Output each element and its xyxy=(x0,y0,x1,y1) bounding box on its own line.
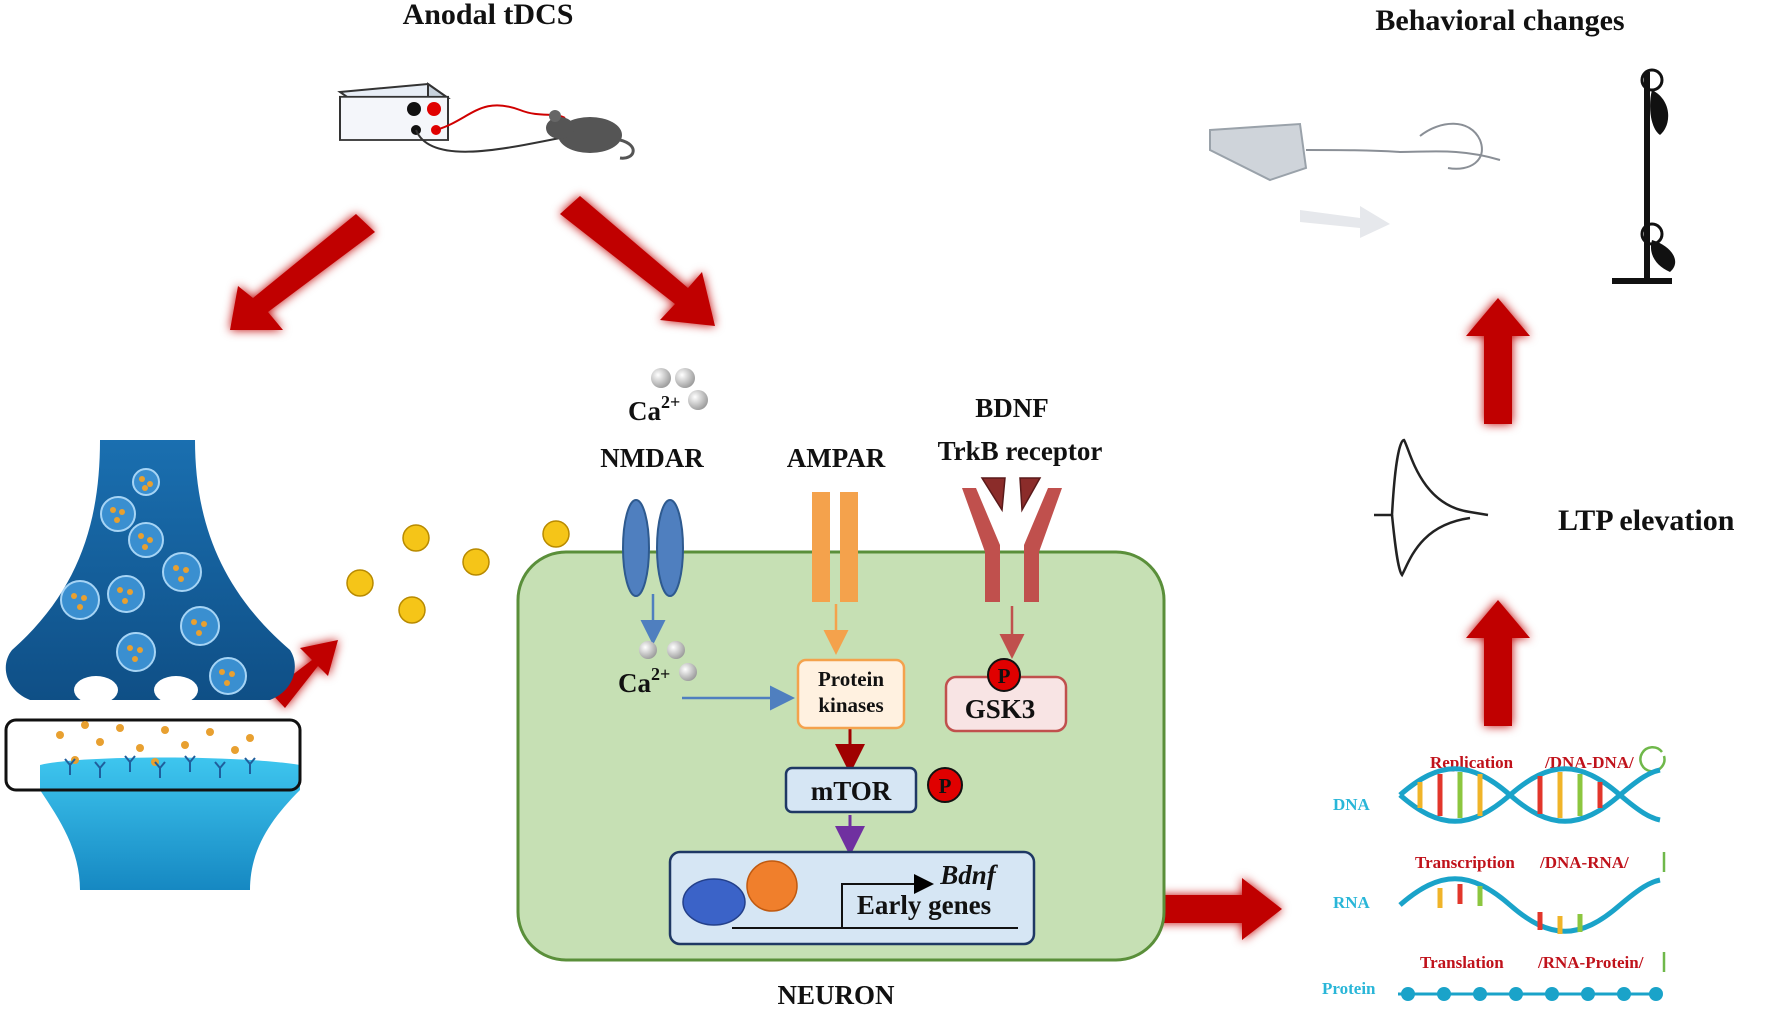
calcium-label-top: Ca2+ xyxy=(628,392,680,426)
dna-label: DNA xyxy=(1333,795,1371,814)
ampar-channel xyxy=(812,492,858,602)
arrow-to-neuron xyxy=(560,196,715,326)
protein-chain-icon xyxy=(1398,987,1663,1001)
neurotransmitter-dots xyxy=(346,520,570,624)
grip-strength-test-icon xyxy=(1209,122,1501,238)
rna-label: RNA xyxy=(1333,893,1371,912)
gsk3-phospho-icon xyxy=(987,658,1021,692)
translation-label: Translation xyxy=(1420,953,1504,972)
nmdar-label: NMDAR xyxy=(600,443,704,473)
early-genes-label: Early genes xyxy=(857,890,991,920)
bdnf-gene-label: Bdnf xyxy=(939,860,999,890)
dna-helix-icon xyxy=(1398,766,1661,824)
replication-cycle-icon xyxy=(1639,746,1666,773)
synapse-illustration xyxy=(4,440,302,890)
rna-strand-icon xyxy=(1398,876,1661,934)
postsynaptic-terminal xyxy=(40,757,300,890)
trkb-receptor xyxy=(962,477,1062,602)
mtor-label: mTOR xyxy=(811,776,892,806)
calcium-ions-top xyxy=(651,368,708,410)
transcription-start-arrow xyxy=(841,874,934,928)
mtor-phospho-icon xyxy=(927,767,963,803)
neuron-label: NEURON xyxy=(777,980,895,1010)
protein-label: Protein xyxy=(1322,979,1376,998)
protein-kinases-line2: kinases xyxy=(818,693,883,717)
arrow-to-ltp xyxy=(1466,600,1530,726)
arrow-to-behavior xyxy=(1466,298,1530,424)
gsk3-label: GSK3 xyxy=(965,694,1036,724)
translation-type-label: /RNA-Protein/ xyxy=(1537,953,1644,972)
presynaptic-terminal xyxy=(5,440,295,700)
protein-kinases-box xyxy=(796,658,906,730)
protein-kinases-line1: Protein xyxy=(818,667,884,691)
arrow-to-synapse xyxy=(230,214,375,330)
trkb-label: TrkB receptor xyxy=(938,436,1103,466)
arrow-synapse-release xyxy=(270,640,338,708)
behavior-title: Behavioral changes xyxy=(1375,4,1624,37)
calcium-ions-inside xyxy=(639,641,697,681)
transcription-factor-orange-icon xyxy=(746,860,798,912)
tdcs-stimulator-icon xyxy=(337,82,566,153)
mtor-phospho-label: P xyxy=(939,774,952,798)
gsk3-phospho-label: P xyxy=(998,664,1011,688)
ltp-label: LTP elevation xyxy=(1558,504,1735,537)
transcription-type-label: /DNA-RNA/ xyxy=(1539,853,1629,872)
ltp-trace-icon xyxy=(1374,438,1489,578)
pole-test-icon xyxy=(1612,68,1676,284)
mtor-box xyxy=(784,766,918,814)
bdnf-label: BDNF xyxy=(975,393,1049,423)
calcium-label-inside: Ca2+ xyxy=(618,664,670,698)
mouse-icon xyxy=(546,110,635,160)
synaptic-cleft-box xyxy=(4,718,302,792)
tdcs-title: Anodal tDCS xyxy=(403,0,574,31)
transcription-factor-blue-icon xyxy=(682,878,746,926)
transcription-label: Transcription xyxy=(1415,853,1515,872)
ampar-label: AMPAR xyxy=(787,443,886,473)
nmdar-channel xyxy=(622,499,684,597)
